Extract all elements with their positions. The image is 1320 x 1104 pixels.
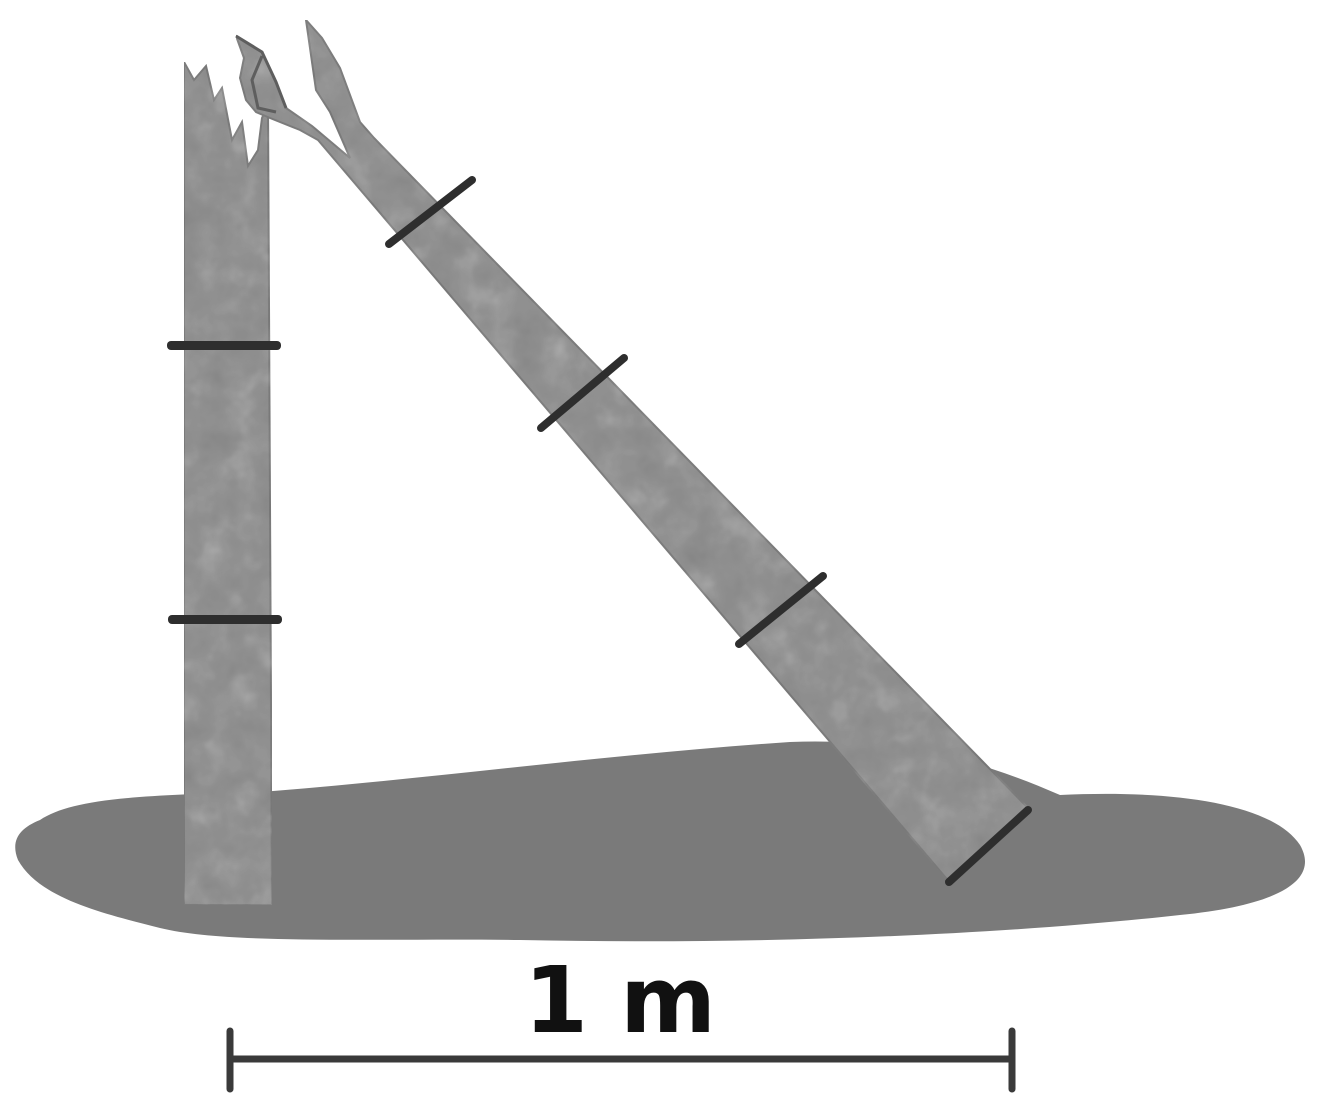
fallen-body <box>234 16 1030 884</box>
stump-node-upper <box>167 341 281 350</box>
fallen-node-1 <box>385 176 476 248</box>
stump-node-lower <box>168 615 282 624</box>
measurement-indicator: 1 m <box>226 947 1016 1093</box>
stump-body <box>183 58 274 906</box>
fallen-bamboo-top <box>234 16 1032 886</box>
fallen-splinter <box>235 34 288 114</box>
measurement-label: 1 m <box>524 947 716 1054</box>
standing-bamboo-stump <box>167 58 282 906</box>
fallen-node-3 <box>735 572 827 648</box>
fallen-node-4 <box>945 806 1032 886</box>
fallen-node-2 <box>537 354 628 432</box>
